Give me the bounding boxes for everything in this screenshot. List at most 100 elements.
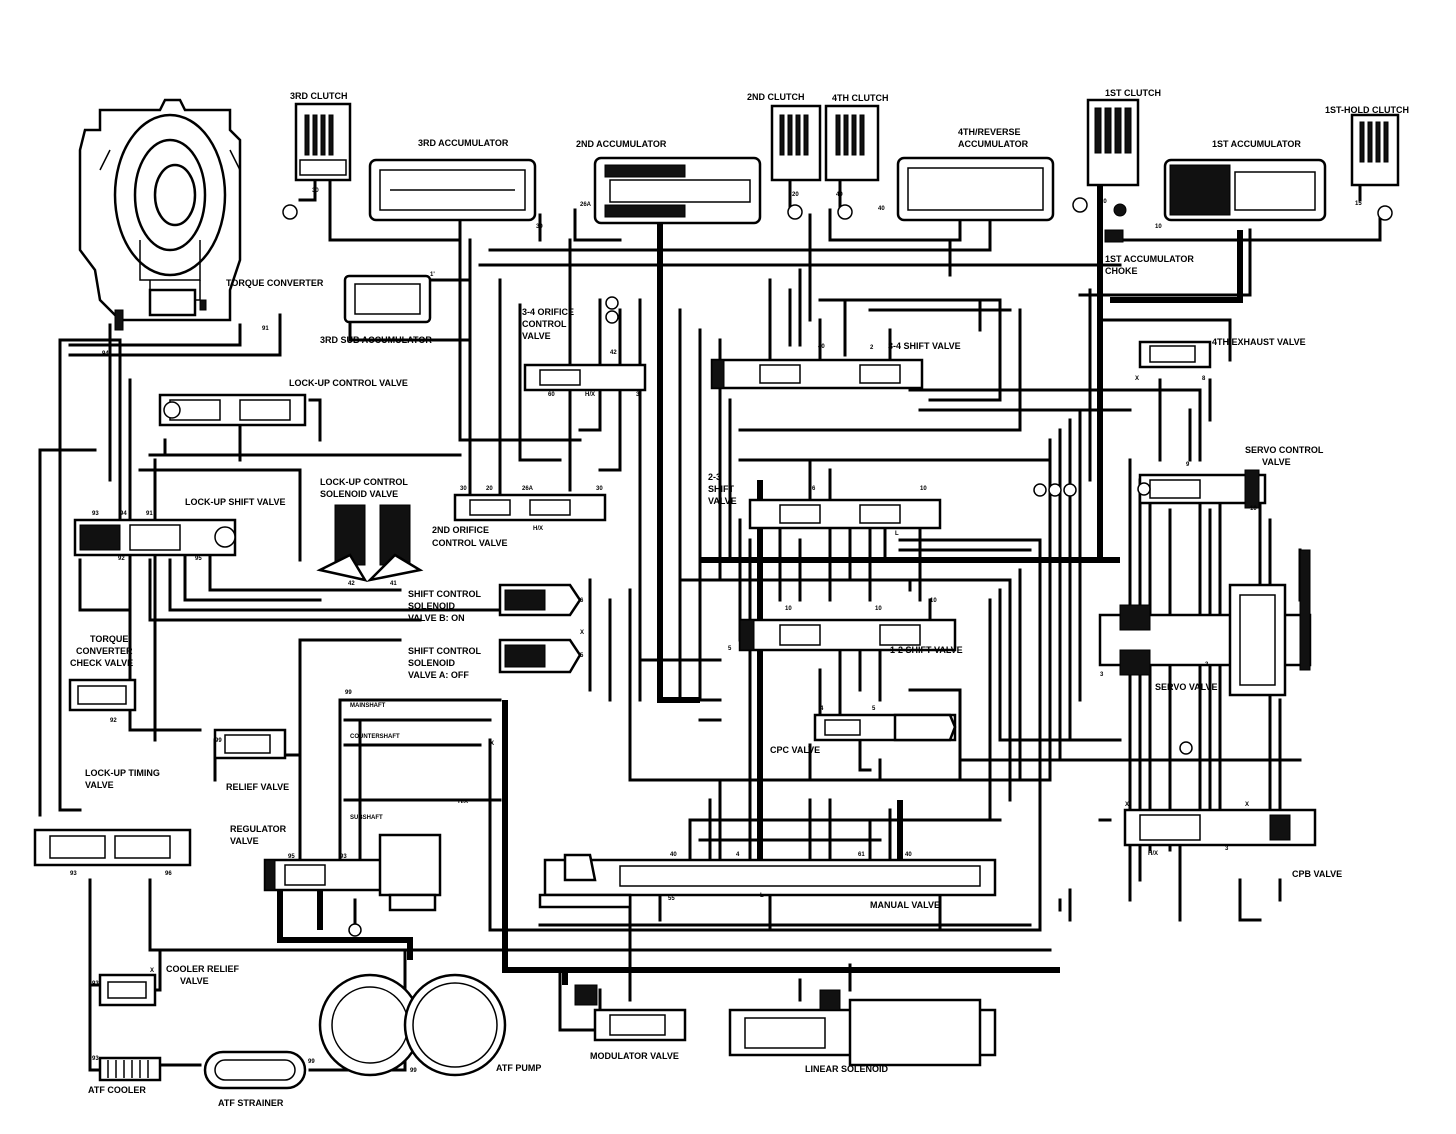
label-atf-pump: ATF PUMP	[496, 1063, 541, 1073]
port-number: 30	[460, 486, 467, 492]
label-torque-converter: TORQUE CONVERTER	[226, 278, 324, 288]
label-clutch-2nd: 2ND CLUTCH	[747, 92, 805, 102]
label-orifice-34-3: VALVE	[522, 331, 551, 341]
port-number: 26A	[522, 486, 534, 492]
label-shift-valve-34: 3-4 SHIFT VALVE	[888, 341, 961, 351]
port-number: 10	[930, 598, 937, 604]
component-labels: 3RD CLUTCH 3RD ACCUMULATOR 2ND ACCUMULAT…	[70, 88, 1409, 1108]
port-number: 94	[102, 351, 109, 357]
sub-accumulator-3rd	[343, 274, 432, 324]
label-countershaft: COUNTERSHAFT	[350, 734, 400, 740]
label-accumulator-4th-reverse-1: 4TH/REVERSE	[958, 127, 1021, 137]
label-manual-valve: MANUAL VALVE	[870, 900, 940, 910]
port-number: 10	[875, 606, 882, 612]
port-number: 3	[1225, 846, 1229, 852]
label-lockup-shift-valve: LOCK-UP SHIFT VALVE	[185, 497, 286, 507]
label-lockup-timing-2: VALVE	[85, 780, 114, 790]
atf-pump	[318, 973, 507, 1077]
label-cooler-relief-1: COOLER RELIEF	[166, 964, 240, 974]
label-modulator-valve: MODULATOR VALVE	[590, 1051, 679, 1061]
atf-strainer	[203, 1050, 307, 1090]
atf-cooler	[98, 1056, 162, 1082]
port-number: 40	[670, 852, 677, 858]
port-number: 26A	[580, 202, 592, 208]
port-number: 95	[288, 854, 295, 860]
label-accumulator-1st: 1ST ACCUMULATOR	[1212, 139, 1301, 149]
port-number: 92	[118, 556, 125, 562]
manual-valve	[538, 853, 997, 909]
port-number: 96	[165, 871, 172, 877]
port-number: L	[895, 531, 899, 537]
port-number: X	[150, 968, 154, 974]
port-number: 94	[120, 511, 127, 517]
pipe-network	[38, 168, 1382, 1072]
port-number: 93	[340, 854, 347, 860]
port-numbers: 30 30 26A 20 40 40 10 10 15 1' 94 91 93 …	[70, 188, 1362, 1074]
label-shift-23-3: VALVE	[708, 496, 737, 506]
port-number: 9	[1186, 462, 1190, 468]
choke-1st-accumulator	[1104, 203, 1127, 243]
orifice-control-valve-2nd	[453, 493, 607, 522]
label-regulator-1: REGULATOR	[230, 824, 287, 834]
clutch-1st-hold	[1350, 113, 1400, 187]
accumulator-2nd	[593, 156, 762, 225]
label-clutch-4th: 4TH CLUTCH	[832, 93, 889, 103]
port-number: 5	[580, 653, 584, 659]
port-number: 40	[878, 206, 885, 212]
clutch-3rd	[294, 102, 352, 182]
label-atf-cooler: ATF COOLER	[88, 1085, 146, 1095]
orifice-markers	[282, 197, 1393, 497]
label-shift-sol-b-2: SOLENOID	[408, 601, 456, 611]
label-relief-valve: RELIEF VALVE	[226, 782, 289, 792]
lockup-control-solenoid	[316, 504, 424, 583]
port-number: 92	[110, 718, 117, 724]
port-number: 4	[820, 706, 824, 712]
port-number: X	[1245, 802, 1249, 808]
label-accumulator-3rd: 3RD ACCUMULATOR	[418, 138, 509, 148]
accumulator-4th-reverse	[896, 156, 1055, 222]
port-number: X	[490, 741, 494, 747]
label-shift-sol-a-2: SOLENOID	[408, 658, 456, 668]
label-tc-check-2: CONVERTER	[76, 646, 133, 656]
label-orifice-2nd-1: 2ND ORIFICE	[432, 525, 489, 535]
modulator-valve	[574, 984, 687, 1042]
shift-valve-34	[710, 358, 924, 390]
port-number: 93	[70, 871, 77, 877]
port-number: 3	[1100, 672, 1104, 678]
port-number: 30	[312, 188, 319, 194]
lockup-shift-valve	[73, 518, 237, 557]
port-number: L	[760, 893, 764, 899]
label-clutch-1st-hold: 1ST-HOLD CLUTCH	[1325, 105, 1409, 115]
port-number: 41	[390, 581, 397, 587]
linear-solenoid	[728, 989, 997, 1067]
label-servo-control-2: VALVE	[1262, 457, 1291, 467]
accumulator-1st	[1163, 158, 1327, 222]
port-number: 40	[905, 852, 912, 858]
clutch-2nd	[770, 104, 822, 182]
port-number: 40	[836, 192, 843, 198]
label-shift-valve-12: 1-2 SHIFT VALVE	[890, 645, 963, 655]
port-number: 5	[728, 646, 732, 652]
port-number: 93	[92, 511, 99, 517]
label-lockup-timing-1: LOCK-UP TIMING	[85, 768, 160, 778]
label-choke-1st-2: CHOKE	[1105, 266, 1138, 276]
port-number: 60	[548, 392, 555, 398]
port-number: 15	[1355, 201, 1362, 207]
port-number: 2	[870, 345, 874, 351]
port-number: 95	[195, 556, 202, 562]
label-choke-1st-1: 1ST ACCUMULATOR	[1105, 254, 1194, 264]
label-orifice-34-2: CONTROL	[522, 319, 567, 329]
port-number: H/X	[1148, 851, 1158, 857]
port-number: X	[1125, 802, 1129, 808]
port-number: 93	[92, 1056, 99, 1062]
label-mainshaft-2: SUBSHAFT	[350, 815, 383, 821]
port-number: 61	[858, 852, 865, 858]
port-number: 42	[610, 350, 617, 356]
port-number: 30	[596, 486, 603, 492]
cpc-valve	[813, 713, 957, 742]
port-number: H/X	[533, 526, 543, 532]
port-number: 3	[1205, 662, 1209, 668]
label-shift-sol-b-3: VALVE B: ON	[408, 613, 465, 623]
label-accumulator-2nd: 2ND ACCUMULATOR	[576, 139, 667, 149]
